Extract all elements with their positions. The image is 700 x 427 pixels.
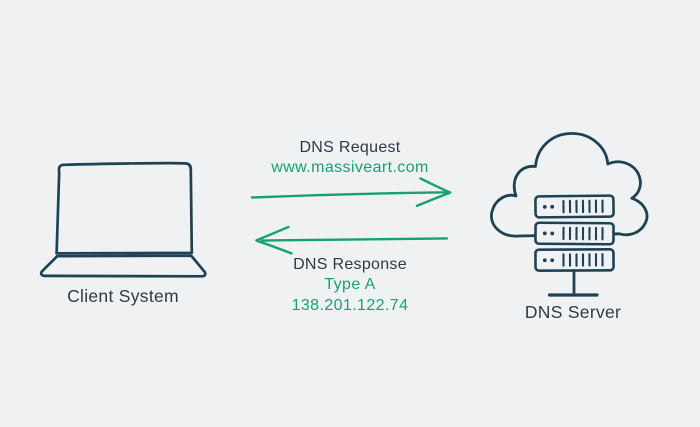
request-arrow-icon — [250, 177, 452, 207]
laptop-screen — [55, 161, 194, 255]
rack-vents — [562, 226, 604, 241]
cloud-outline — [490, 132, 649, 238]
response-label: DNS Response — [293, 256, 407, 273]
laptop-base — [39, 254, 207, 278]
request-label: DNS Request — [299, 139, 401, 156]
server-rack — [534, 221, 615, 246]
request-message: DNS Request www.massiveart.com — [219, 137, 481, 179]
server-stand — [547, 270, 599, 297]
laptop-icon — [39, 161, 207, 278]
rack-vents — [562, 253, 604, 267]
rack-vents — [562, 199, 604, 214]
client-label: Client System — [67, 286, 179, 306]
response-arrow-icon — [255, 225, 449, 255]
response-record-type: Type A — [324, 276, 376, 293]
cloud-server-icon — [490, 132, 649, 297]
request-query: www.massiveart.com — [271, 159, 429, 176]
response-ip-address: 138.201.122.74 — [291, 296, 409, 314]
dns-server-label: DNS Server — [524, 302, 622, 322]
response-message: DNS Response Type A 138.201.122.74 — [219, 254, 481, 316]
server-rack — [534, 248, 615, 272]
server-rack — [534, 194, 615, 219]
